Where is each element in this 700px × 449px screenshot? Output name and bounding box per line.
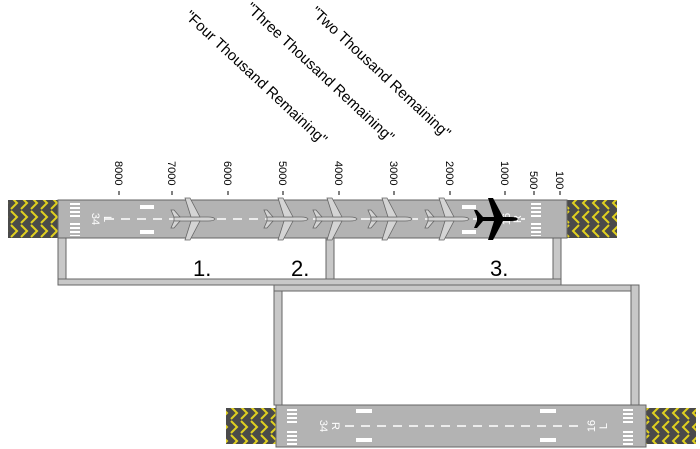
- upper-far-side: R: [512, 215, 524, 223]
- upper-threshold-right: [531, 203, 541, 236]
- distance-marker: 500: [527, 171, 539, 189]
- distance-marker: 3000: [387, 161, 399, 185]
- lower-far-side: L: [598, 423, 610, 429]
- distance-marker: 8000: [112, 161, 124, 185]
- distance-marker: 6000: [221, 161, 233, 185]
- distance-marker: 4000: [332, 161, 344, 185]
- lower-aiming-markers: [356, 409, 556, 442]
- distance-marker: 1000: [498, 161, 510, 185]
- lower-blast-pad-right: [646, 408, 696, 444]
- upper-threshold-side: L: [101, 216, 113, 222]
- upper-threshold-number: 34: [89, 213, 101, 225]
- upper-blast-pad-right: [567, 200, 617, 238]
- phase-label: 2.: [291, 256, 309, 281]
- distance-marker: 100: [553, 171, 565, 189]
- distance-marker: 2000: [443, 161, 455, 185]
- lower-threshold-left: [287, 409, 297, 445]
- distance-markers: 8000 7000 6000 5000 4000 3000 2000 1000 …: [112, 161, 565, 189]
- lower-threshold-side: R: [329, 422, 341, 430]
- taxiway-network: [57, 237, 640, 406]
- lower-blast-pad-left: [226, 408, 276, 444]
- callouts: "Four Thousand Remaining" "Three Thousan…: [181, 0, 454, 148]
- phase-label: 3.: [490, 256, 508, 281]
- lower-runway: 34 R 16 L: [226, 404, 696, 448]
- distance-marker-ticks: [118, 191, 561, 195]
- lower-far-number: 16: [586, 420, 598, 432]
- distance-marker: 5000: [276, 161, 288, 185]
- phase-labels: 1. 2. 3.: [193, 256, 508, 281]
- upper-threshold-left: [70, 203, 80, 236]
- phase-label: 1.: [193, 256, 211, 281]
- callout-four-thousand: "Four Thousand Remaining": [181, 7, 330, 148]
- lower-threshold-number: 34: [317, 420, 329, 432]
- distance-marker: 7000: [165, 161, 177, 185]
- lower-threshold-right: [623, 409, 633, 445]
- upper-runway: 34 L 16 R: [8, 199, 617, 239]
- upper-aiming-markers: [140, 205, 476, 234]
- upper-blast-pad-left: [8, 200, 58, 238]
